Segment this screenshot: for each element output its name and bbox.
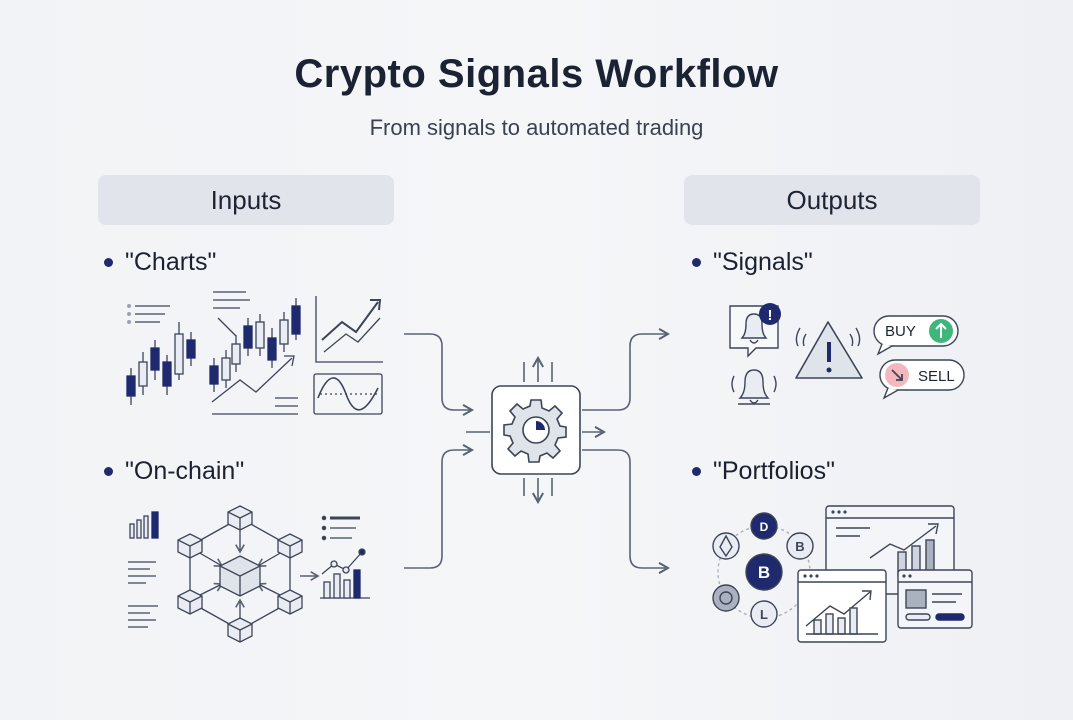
input-item-onchain: "On-chain" bbox=[104, 457, 244, 486]
bell-icon bbox=[731, 369, 777, 405]
warning-icon bbox=[795, 321, 863, 379]
bullet-dot bbox=[104, 258, 113, 267]
output-item-label: "Signals" bbox=[713, 248, 813, 276]
litecoin-icon: L bbox=[750, 600, 778, 628]
signals-illustration: ! bbox=[729, 303, 965, 405]
buy-signal-badge bbox=[873, 315, 959, 356]
svg-text:D: D bbox=[760, 520, 769, 534]
portfolios-illustration: D B B L bbox=[712, 505, 973, 643]
ethereum-icon bbox=[712, 532, 740, 560]
dashboard-icon bbox=[897, 569, 973, 629]
bullet-dot bbox=[104, 467, 113, 476]
dashboard-icon bbox=[797, 569, 887, 643]
svg-text:L: L bbox=[760, 607, 768, 622]
bullet-dot bbox=[692, 467, 701, 476]
svg-text:B: B bbox=[758, 563, 770, 582]
flow-arrows bbox=[404, 327, 671, 575]
input-item-label: "On-chain" bbox=[125, 457, 245, 485]
bitcoin-icon: B bbox=[786, 532, 814, 560]
inputs-header: Inputs bbox=[98, 175, 394, 225]
bitcoin-icon: B bbox=[745, 553, 783, 591]
output-item-signals: "Signals" bbox=[692, 248, 813, 277]
output-item-label: "Portfolios" bbox=[713, 457, 835, 485]
buy-label: BUY bbox=[885, 323, 916, 340]
diagram-title: Crypto Signals Workflow bbox=[294, 52, 779, 96]
input-item-label: "Charts" bbox=[125, 248, 217, 276]
dash-icon: D bbox=[750, 512, 778, 540]
gear-icon bbox=[503, 399, 567, 463]
diagram-subtitle: From signals to automated trading bbox=[369, 115, 704, 140]
coin-icon bbox=[712, 584, 740, 612]
output-item-portfolios: "Portfolios" bbox=[692, 457, 835, 486]
bell-icon bbox=[740, 313, 768, 344]
svg-text:!: ! bbox=[768, 307, 773, 324]
svg-text:B: B bbox=[795, 539, 804, 554]
input-item-charts: "Charts" bbox=[104, 248, 216, 277]
blockchain-icon bbox=[128, 505, 370, 643]
sell-label: SELL bbox=[918, 368, 955, 385]
outputs-header: Outputs bbox=[684, 175, 980, 225]
candlestick-icon bbox=[126, 291, 383, 415]
sell-signal-badge bbox=[879, 359, 965, 400]
bullet-dot bbox=[692, 258, 701, 267]
